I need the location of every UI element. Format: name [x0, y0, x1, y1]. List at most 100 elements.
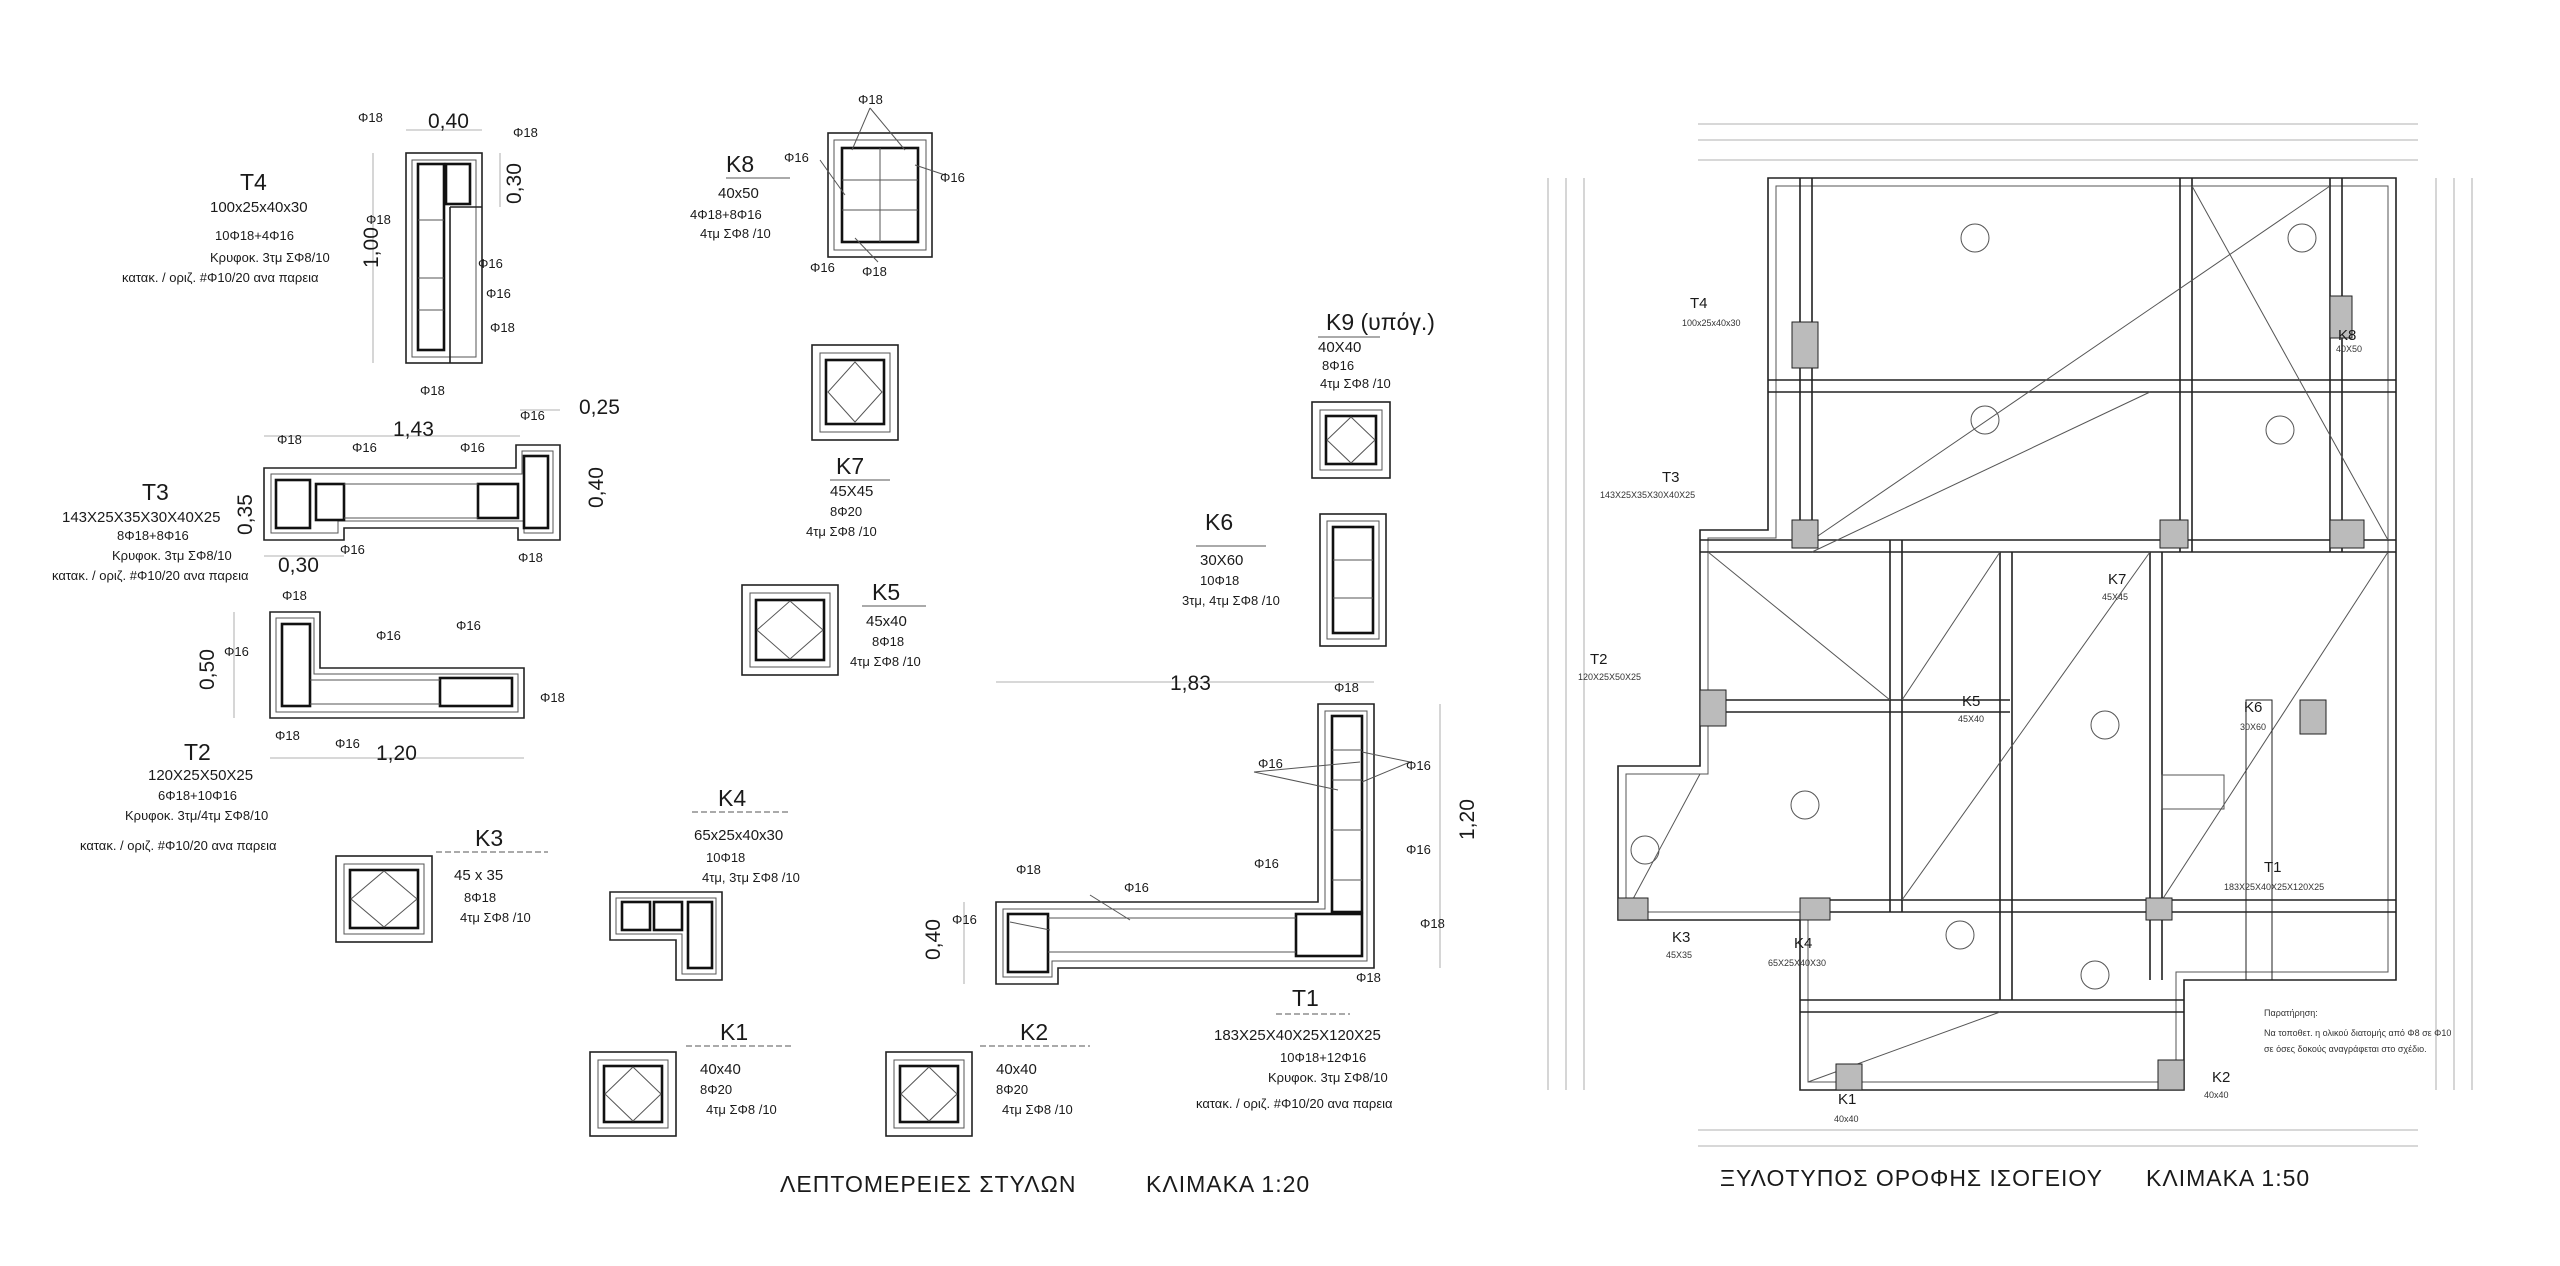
bar-label: Φ18 [282, 588, 307, 603]
column-ties-t3: κατακ. / οριζ. #Φ10/20 ανα παρεια [52, 568, 249, 583]
bar-label: Φ18 [513, 125, 538, 140]
bar-label: Φ16 [810, 260, 835, 275]
column-stirrup-k1: 4τμ ΣΦ8 /10 [706, 1102, 777, 1117]
column-label-k9: K9 (υπόγ.) [1326, 309, 1435, 335]
column-bars-t3: 8Φ18+8Φ16 [117, 528, 189, 543]
bar-label: Φ16 [1406, 842, 1431, 857]
bar-label: Φ18 [366, 212, 391, 227]
bar-label: Φ16 [520, 408, 545, 423]
column-label-k8: K8 [726, 151, 754, 177]
bar-label: Φ18 [358, 110, 383, 125]
column-ties-t2: κατακ. / οριζ. #Φ10/20 ανα παρεια [80, 838, 277, 853]
plan-dims-k8: 40X50 [2336, 344, 2362, 354]
column-detail-t2 [233, 611, 525, 759]
plan-dims-t2: 120X25X50X25 [1578, 672, 1641, 682]
plan-dims-k7: 45X45 [2102, 592, 2128, 602]
plan-label-t1: T1 [2264, 859, 2282, 876]
column-label-t2: T2 [184, 739, 211, 765]
column-label-k5: K5 [872, 579, 900, 605]
plan-dims-k4: 65X25X40X30 [1768, 958, 1826, 968]
plan-label-t4: T4 [1690, 295, 1708, 312]
dim-t4-width: 0,40 [428, 110, 469, 133]
bar-label: Φ16 [1258, 756, 1283, 771]
column-bars-k2: 8Φ20 [996, 1082, 1028, 1097]
bar-label: Φ18 [1420, 916, 1445, 931]
column-stirrup-t2: Κρυφοκ. 3τμ/4τμ ΣΦ8/10 [125, 808, 268, 823]
column-dims-t3: 143X25X35X30X40X25 [62, 509, 220, 526]
column-stirrup-k8: 4τμ ΣΦ8 /10 [700, 226, 771, 241]
column-dims-t4: 100x25x40x30 [210, 199, 308, 216]
formwork-plan [1547, 123, 2473, 1147]
column-dims-k4: 65x25x40x30 [694, 827, 783, 844]
bar-label: Φ16 [940, 170, 965, 185]
bar-label: Φ16 [460, 440, 485, 455]
column-bars-k1: 8Φ20 [700, 1082, 732, 1097]
left-drawing-scale: ΚΛΙΜΑΚΑ 1:20 [1146, 1171, 1310, 1197]
plan-label-k3: K3 [1672, 929, 1690, 946]
dim-t2-height: 0,50 [196, 649, 219, 690]
bar-label: Φ18 [420, 383, 445, 398]
column-stirrup-k5: 4τμ ΣΦ8 /10 [850, 654, 921, 669]
column-detail-k8 [819, 107, 946, 263]
bar-label: Φ18 [518, 550, 543, 565]
right-drawing-title: ΞΥΛΟΤΥΠΟΣ ΟΡΟΦΗΣ ΙΣΟΓΕΙΟΥ [1720, 1165, 2103, 1191]
column-bars-k6: 10Φ18 [1200, 573, 1239, 588]
dim-t3-length: 1,43 [393, 418, 434, 441]
bar-label: Φ16 [486, 286, 511, 301]
column-detail-t1 [963, 681, 1441, 985]
plan-dims-k6: 30X60 [2240, 722, 2266, 732]
bar-label: Φ16 [1406, 758, 1431, 773]
plan-dims-k2: 40x40 [2204, 1090, 2229, 1100]
column-dims-k2: 40x40 [996, 1061, 1037, 1078]
plan-label-k1: K1 [1838, 1091, 1856, 1108]
column-bars-t2: 6Φ18+10Φ16 [158, 788, 237, 803]
column-stirrup-k9: 4τμ ΣΦ8 /10 [1320, 376, 1391, 391]
plan-label-k6: K6 [2244, 699, 2262, 716]
column-detail-k9 [1311, 401, 1391, 479]
bar-label: Φ18 [1016, 862, 1041, 877]
column-detail-k2 [885, 1051, 973, 1137]
dim-t4-flange: 0,30 [503, 163, 526, 204]
column-dims-k5: 45x40 [866, 613, 907, 630]
column-bars-k9: 8Φ16 [1322, 358, 1354, 373]
plan-dims-t3: 143X25X35X30X40X25 [1600, 490, 1695, 500]
plan-label-k7: K7 [2108, 571, 2126, 588]
column-stirrup-t3: Κρυφοκ. 3τμ ΣΦ8/10 [112, 548, 232, 563]
column-label-k4: K4 [718, 785, 746, 811]
plan-dims-t4: 100x25x40x30 [1682, 318, 1741, 328]
plan-label-k8: K8 [2338, 327, 2356, 344]
bar-label: Φ16 [456, 618, 481, 633]
bar-label: Φ18 [277, 432, 302, 447]
column-bars-t1: 10Φ18+12Φ16 [1280, 1050, 1366, 1065]
column-dims-k9: 40X40 [1318, 339, 1361, 356]
plan-label-k5: K5 [1962, 693, 1980, 710]
bar-label: Φ18 [540, 690, 565, 705]
dim-t3-right-h: 0,40 [585, 467, 608, 508]
dim-t2-length: 1,20 [376, 742, 417, 765]
column-label-t4: T4 [240, 169, 267, 195]
bar-label: Φ18 [862, 264, 887, 279]
column-label-k3: K3 [475, 825, 503, 851]
column-bars-k8: 4Φ18+8Φ16 [690, 207, 762, 222]
column-label-k7: K7 [836, 453, 864, 479]
column-bars-k3: 8Φ18 [464, 890, 496, 905]
column-detail-k1 [589, 1051, 677, 1137]
column-stirrup-k6: 3τμ, 4τμ ΣΦ8 /10 [1182, 593, 1280, 608]
bar-label: Φ16 [335, 736, 360, 751]
plan-label-t3: T3 [1662, 469, 1680, 486]
column-ties-t1: κατακ. / οριζ. #Φ10/20 ανα παρεια [1196, 1096, 1393, 1111]
bar-label: Φ18 [1356, 970, 1381, 985]
column-label-t1: T1 [1292, 985, 1319, 1011]
column-bars-t4: 10Φ18+4Φ16 [215, 228, 294, 243]
plan-note-line: Να τοποθετ. η ολικού διατομής από Φ8 σε … [2264, 1028, 2451, 1038]
bar-label: Φ16 [340, 542, 365, 557]
column-detail-t3 [263, 409, 561, 557]
column-stirrup-t1: Κρυφοκ. 3τμ ΣΦ8/10 [1268, 1070, 1388, 1085]
dim-t4-height: 1,00 [360, 227, 383, 268]
column-stirrup-k3: 4τμ ΣΦ8 /10 [460, 910, 531, 925]
column-detail-t4 [372, 129, 501, 364]
dim-t3-bottom: 0,30 [278, 554, 319, 577]
column-label-t3: T3 [142, 479, 169, 505]
plan-label-k4: K4 [1794, 935, 1812, 952]
plan-note-title: Παρατήρηση: [2264, 1008, 2318, 1018]
